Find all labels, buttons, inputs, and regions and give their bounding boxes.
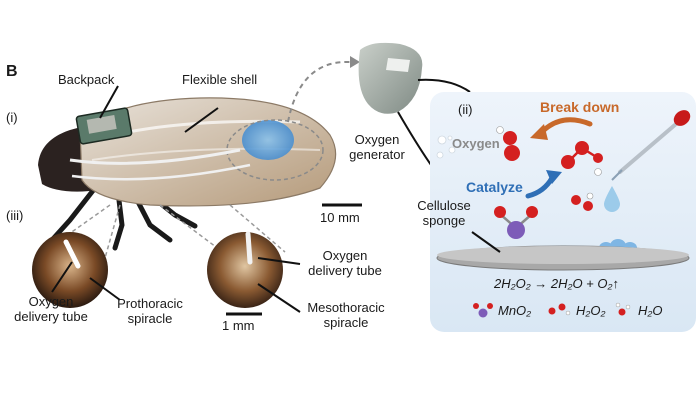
label-prothoracic-line2: spiracle [127, 311, 173, 326]
inset-guide-left-2 [104, 204, 121, 259]
oxygen-bubbles [436, 135, 456, 159]
legend-h2o2-label: H₂O₂ [576, 303, 606, 318]
label-scale-10mm: 10 mm [320, 210, 360, 225]
label-right-tube-line1: Oxygen [322, 248, 368, 263]
h2o2-molecule-top [561, 141, 603, 176]
generator-pointer-arrow [287, 60, 351, 123]
shell-callout [184, 107, 219, 133]
inset-right-tube [245, 231, 253, 265]
oxygen-molecule [496, 126, 520, 161]
right-tube-callout [257, 257, 301, 265]
blue-generator [242, 120, 294, 160]
label-break-down: Break down [540, 99, 620, 115]
legend-mno2-icon [473, 303, 493, 318]
delivery-tube-1 [69, 148, 241, 165]
mesothoracic-callout [257, 283, 301, 313]
label-sponge-line2: sponge [422, 213, 466, 228]
label-left-delivery-tube: Oxygen delivery tube [6, 294, 96, 324]
label-right-delivery-tube: Oxygen delivery tube [300, 248, 390, 278]
inset-prothoracic [32, 232, 108, 308]
oxygen-generator-cup [358, 42, 423, 114]
left-tube-callout [51, 261, 73, 293]
label-oxygen: Oxygen [452, 136, 500, 151]
label-oxygen-generator-line1: Oxygen [354, 132, 400, 147]
inset-left-tube [63, 239, 81, 269]
label-prothoracic-line1: Prothoracic [117, 296, 183, 311]
label-scale-1mm: 1 mm [222, 318, 255, 333]
pipette [611, 110, 691, 181]
label-oxygen-generator: Oxygen generator [342, 132, 412, 162]
label-flexible-shell: Flexible shell [182, 72, 258, 87]
inset-guide-right-1 [159, 204, 221, 251]
label-sponge-line1: Cellulose [417, 198, 471, 213]
legend-h2o-icon [615, 302, 631, 316]
inset-guide-left-1 [34, 204, 111, 259]
label-mesothoracic-line2: spiracle [323, 315, 369, 330]
connector-top [417, 78, 471, 93]
label-right-tube-line2: delivery tube [308, 263, 382, 278]
sponge-callout [471, 231, 501, 253]
inset-guide-right-2 [229, 204, 286, 253]
legend-mno2-label: MnO₂ [498, 303, 532, 318]
label-roman-i: (i) [6, 110, 18, 125]
label-mesothoracic-spiracle: Mesothoracic spiracle [300, 300, 392, 330]
label-roman-iii: (iii) [6, 208, 24, 223]
label-oxygen-generator-line2: generator [349, 147, 405, 162]
label-prothoracic-spiracle: Prothoracic spiracle [110, 296, 190, 326]
legend-h2o-label: H₂O [638, 303, 663, 318]
generator-highlight-ring [226, 119, 324, 181]
h2o2-molecule-small [571, 192, 594, 211]
generator-opening [386, 58, 410, 72]
label-mesothoracic-line1: Mesothoracic [307, 300, 385, 315]
label-left-tube-line2: delivery tube [14, 309, 88, 324]
delivery-tube-2 [71, 163, 251, 181]
inset-mesothoracic [207, 232, 283, 308]
cellulose-sponge-top [437, 246, 689, 264]
backpack-chip [86, 115, 117, 134]
label-roman-ii: (ii) [458, 102, 473, 117]
prothoracic-callout [89, 277, 121, 301]
generator-pointer-head [350, 56, 360, 68]
label-cellulose-sponge: Cellulose sponge [404, 198, 484, 228]
panel-letter: B [6, 63, 18, 80]
reaction-equation: 2H₂O₂ → 2H₂O + O₂↑ [494, 276, 619, 291]
break-down-arrowhead [530, 124, 548, 140]
catalyze-arrowhead [546, 170, 562, 184]
backpack-callout [99, 85, 119, 119]
label-backpack: Backpack [58, 72, 115, 87]
legend-h2o2-icon [548, 303, 571, 316]
reaction-panel [430, 92, 696, 332]
water-droplet [604, 186, 620, 212]
label-catalyze: Catalyze [466, 179, 523, 195]
label-left-tube-line1: Oxygen [28, 294, 74, 309]
mno2-molecule [494, 206, 538, 239]
